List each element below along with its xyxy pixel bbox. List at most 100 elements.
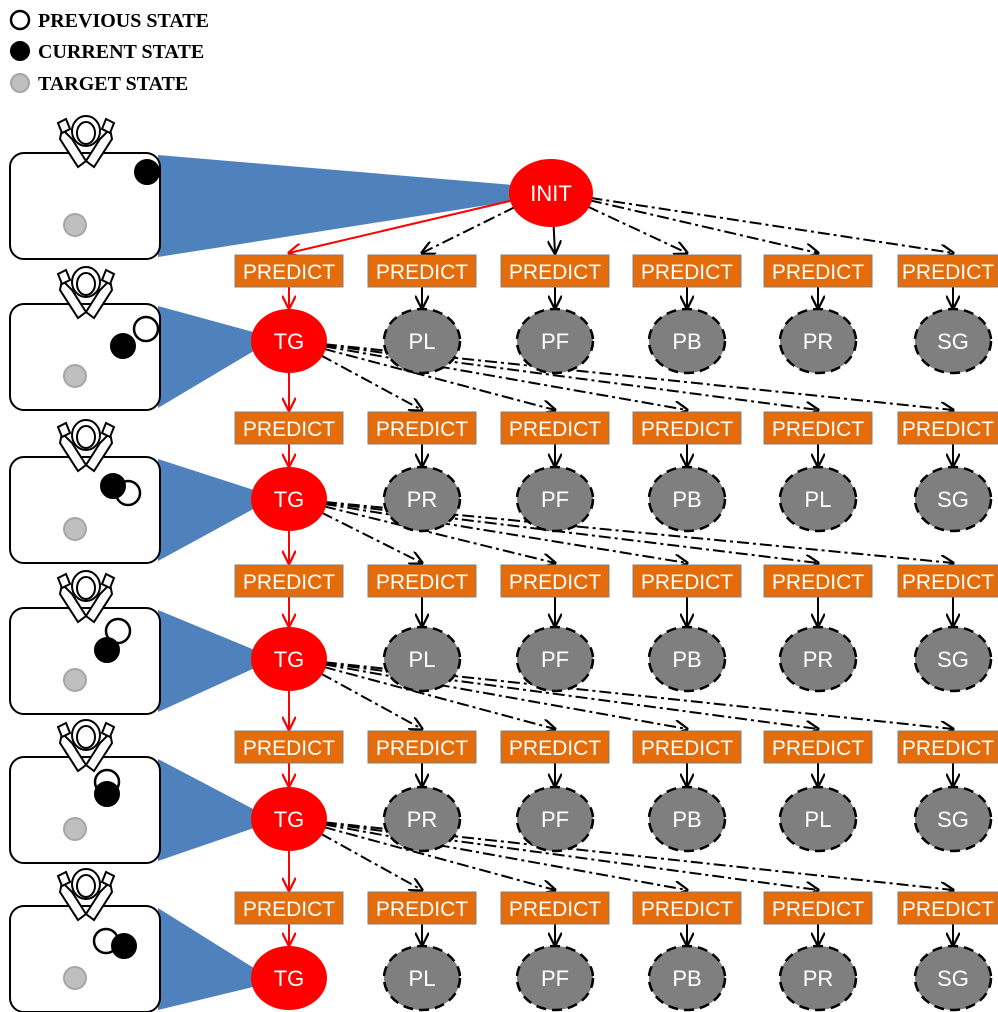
candidate-node-label: PL [409,329,436,354]
selected-node-label: TG [274,807,305,832]
candidate-node [382,625,462,693]
scene-panel [9,570,161,715]
predict-box [367,730,477,764]
candidate-edge [324,663,687,729]
predict-box [763,564,873,598]
edges [289,196,953,945]
current-ball [134,159,160,185]
selected-node-label: TG [274,329,305,354]
current-ball [94,637,120,663]
predict-box [632,891,742,925]
init-node [509,159,593,227]
predict-box [763,730,873,764]
predict-box [367,411,477,445]
candidate-node [382,785,462,853]
selected-node [251,787,327,851]
selected-node [251,467,327,531]
predict-label: PREDICT [243,261,335,284]
legend: PREVIOUS STATE CURRENT STATE TARGET STAT… [9,9,209,95]
candidate-node [778,465,858,533]
candidate-node-label: PL [409,966,436,991]
scene-panel [9,266,161,411]
candidate-edge [554,225,555,253]
candidate-edge [324,343,953,410]
predict-box [632,730,742,764]
candidate-edge [323,505,555,563]
person-icon [56,266,116,320]
legend-label-previous: PREVIOUS STATE [38,10,209,32]
candidate-node-label: PF [541,329,569,354]
predict-label: PREDICT [243,418,335,441]
candidate-node [382,465,462,533]
predict-label: PREDICT [509,261,601,284]
candidate-node [515,625,595,693]
predict-box [367,564,477,598]
candidate-node [913,625,993,693]
candidate-edge [323,826,555,890]
predict-label: PREDICT [902,571,994,594]
candidate-node [647,944,727,1012]
init-label: INIT [530,181,572,206]
candidate-edge [320,672,422,729]
candidate-node-label: SG [937,487,969,512]
predict-box [500,411,610,445]
candidate-node [647,785,727,853]
candidate-node-label: PF [541,807,569,832]
predict-box [897,254,998,288]
candidate-node-label: PL [805,487,832,512]
candidate-node [647,465,727,533]
beam [158,610,257,712]
candidate-node-label: PF [541,647,569,672]
candidate-node-label: PB [672,329,701,354]
candidate-node-label: PR [803,966,834,991]
previous-ball [104,617,132,645]
table-rect [9,303,161,411]
beam [158,155,513,257]
predict-box [234,411,344,445]
predict-box [632,411,742,445]
current-ball [94,781,120,807]
candidate-edge [324,501,953,563]
candidate-node-label: PF [541,966,569,991]
predict-box [367,254,477,288]
legend-item-previous: PREVIOUS STATE [9,9,209,32]
scene-panel [9,868,161,1012]
candidate-node-label: PR [407,807,438,832]
candidate-edge [586,205,687,253]
candidate-edge [324,823,687,890]
table-rect [9,756,161,864]
candidate-node [515,944,595,1012]
target-ball [63,364,87,388]
target-ball [63,817,87,841]
predict-box [763,411,873,445]
table-rect [9,607,161,715]
selected-node [251,627,327,691]
candidate-edge [324,822,818,890]
predict-box [897,730,998,764]
predict-box [367,891,477,925]
candidate-node-label: PL [409,647,436,672]
predict-label: PREDICT [772,898,864,921]
candidate-node-label: SG [937,647,969,672]
scene-panel [9,419,161,564]
current-ball [110,333,136,359]
predict-box [234,891,344,925]
previous-ball [132,315,160,343]
predict-box [500,891,610,925]
candidate-node [778,307,858,375]
predict-label: PREDICT [772,737,864,760]
current-ball [111,933,137,959]
candidate-edge [323,665,555,729]
legend-label-current: CURRENT STATE [38,41,204,63]
candidate-edge [320,354,422,410]
predict-label: PREDICT [509,737,601,760]
candidate-edge [324,662,818,729]
table-rect [9,456,161,564]
predict-label: PREDICT [902,737,994,760]
predict-box [632,564,742,598]
candidate-node [382,944,462,1012]
current-state-swatch [10,41,30,61]
predict-box [500,730,610,764]
predict-label: PREDICT [641,571,733,594]
candidate-node [778,944,858,1012]
